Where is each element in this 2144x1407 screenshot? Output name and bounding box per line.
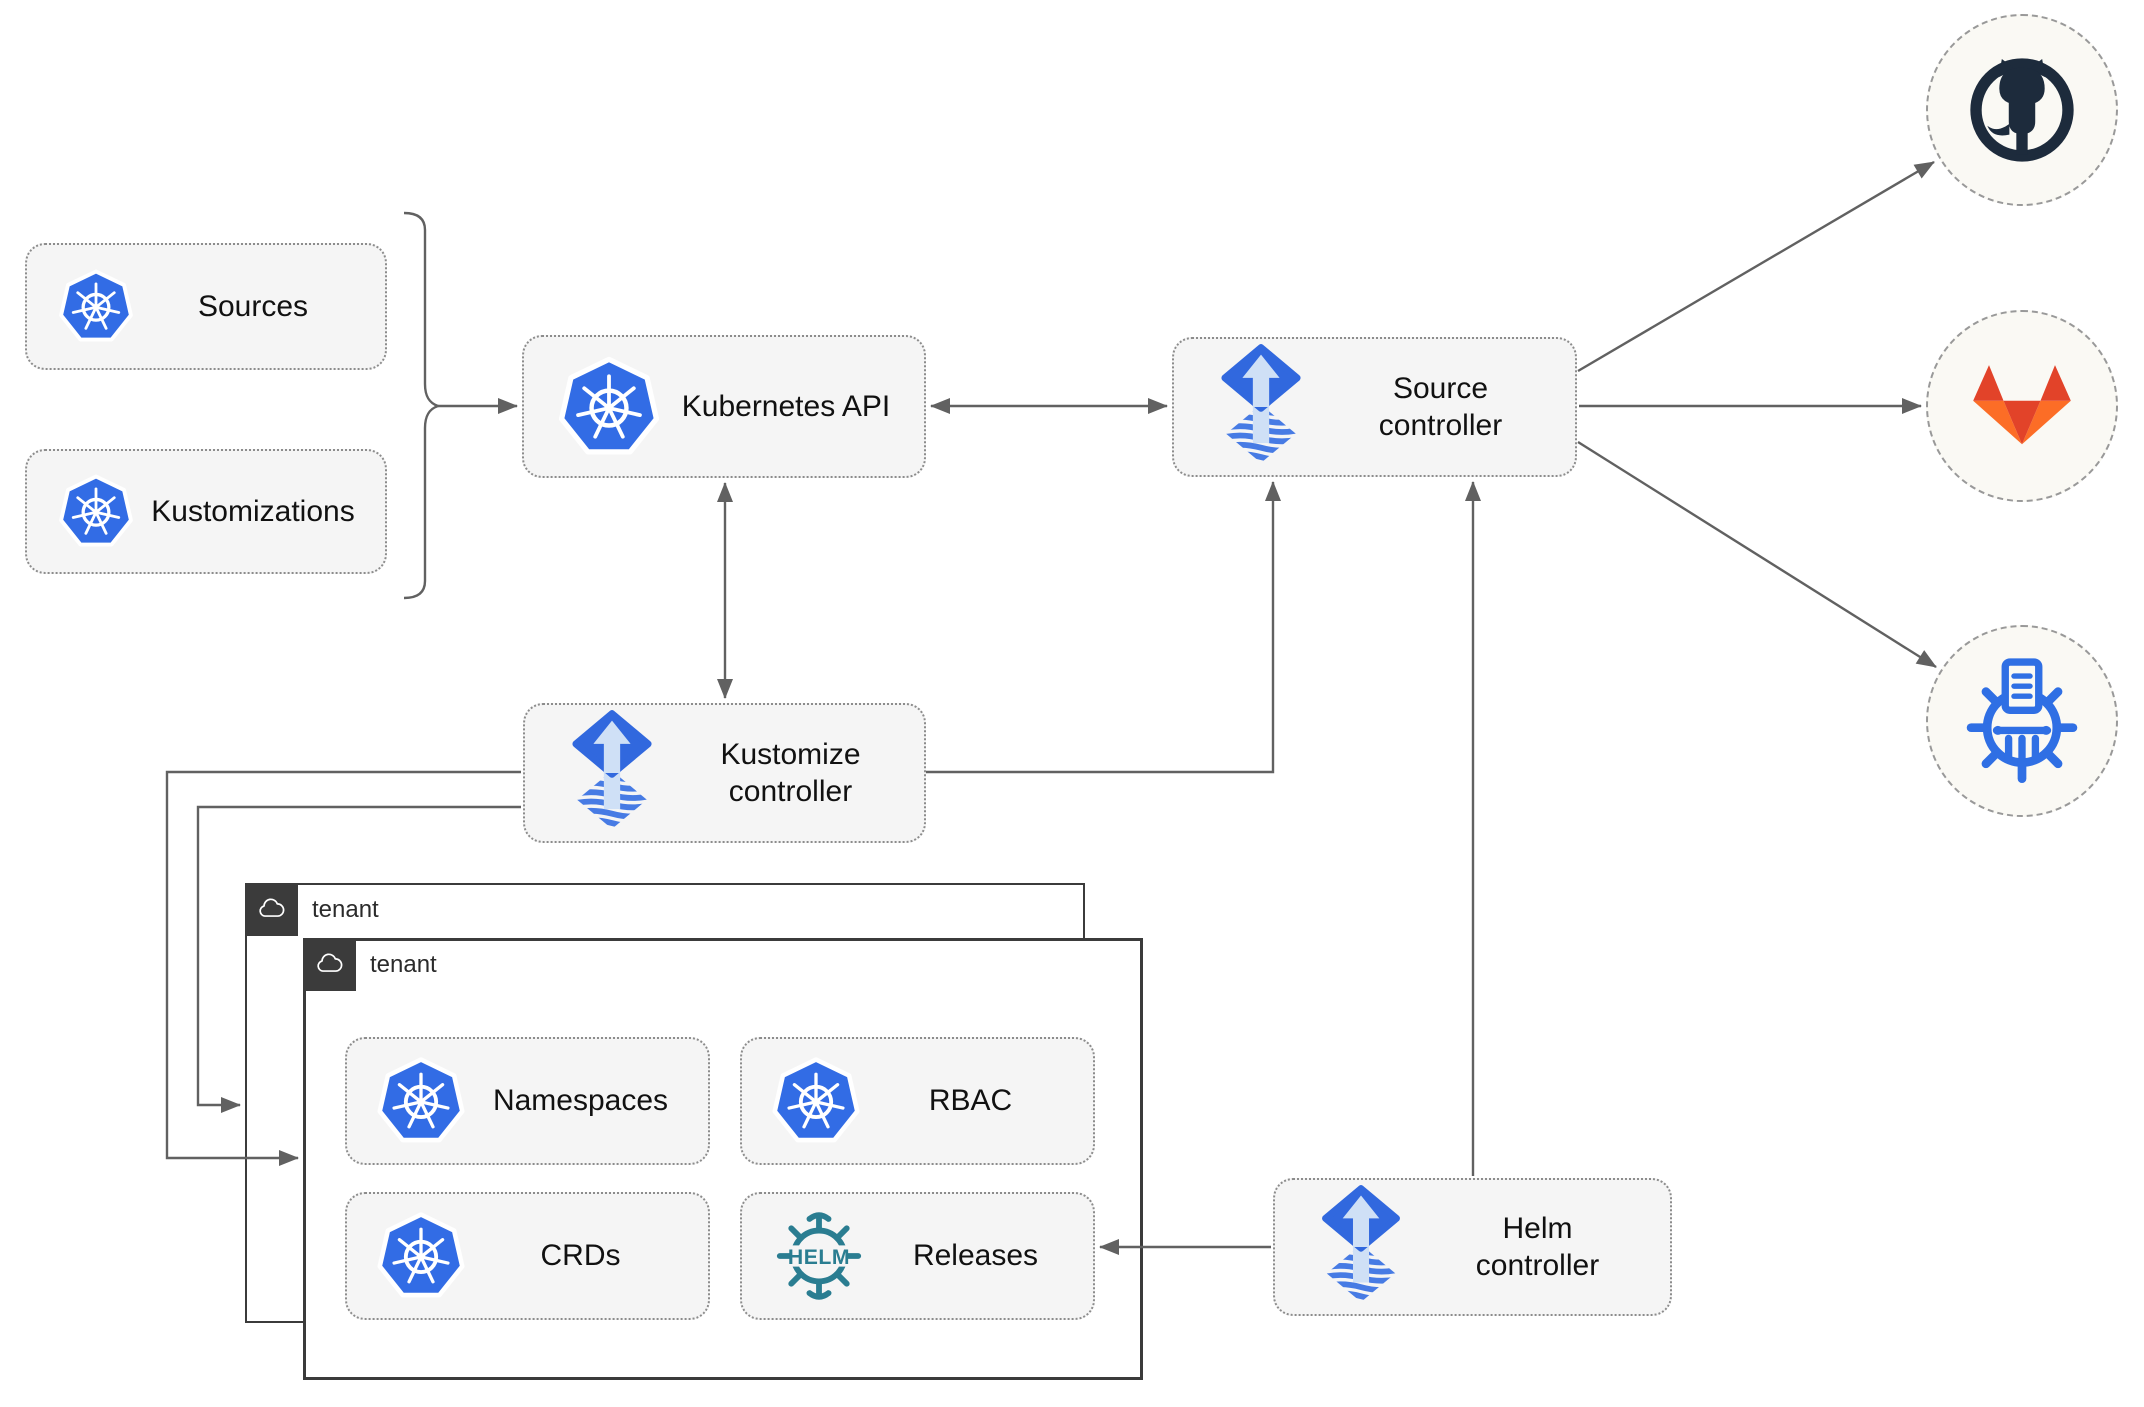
kubernetes-icon [375, 1208, 467, 1304]
kubernetes-icon [556, 352, 662, 462]
gitlab-icon [1956, 340, 2088, 472]
node-sources: Sources [25, 243, 387, 370]
kubernetes-icon [375, 1053, 467, 1149]
provider-github [1926, 14, 2118, 206]
node-rbac: RBAC [740, 1037, 1095, 1165]
edge-sourcectrl-chartmuseum [1577, 440, 1937, 669]
cloud-icon [245, 883, 298, 936]
node-rbac-label: RBAC [928, 1084, 1013, 1118]
node-kubernetes-api: Kubernetes API [522, 335, 926, 478]
node-releases: HELM Releases [740, 1192, 1095, 1320]
flux-icon [1202, 343, 1320, 471]
node-source-controller-label: Source controller [1378, 371, 1503, 443]
node-source-controller: Source controller [1172, 337, 1577, 477]
helm-icon: HELM [766, 1203, 872, 1309]
github-icon [1959, 47, 2085, 173]
kubernetes-icon [57, 471, 135, 552]
node-kustomizations-label: Kustomizations [151, 494, 355, 528]
tenant-back-header: tenant [245, 883, 379, 936]
edge-sourcectrl-github [1577, 160, 1935, 373]
node-kustomizations: Kustomizations [25, 449, 387, 574]
provider-chartmuseum [1926, 625, 2118, 817]
node-namespaces: Namespaces [345, 1037, 710, 1165]
node-crds: CRDs [345, 1192, 710, 1320]
node-sources-label: Sources [197, 289, 309, 323]
node-crds-label: CRDs [540, 1239, 621, 1273]
edge-bracket-sources-group [403, 211, 442, 600]
helm-icon-text: HELM [788, 1246, 850, 1269]
node-namespaces-label: Namespaces [492, 1084, 669, 1118]
node-kustomize-controller-label: Kustomize controller [720, 737, 861, 809]
kubernetes-icon [770, 1053, 862, 1149]
flux-icon [1303, 1184, 1419, 1310]
provider-gitlab [1926, 310, 2118, 502]
chartmuseum-icon [1955, 654, 2089, 788]
flux-icon [553, 709, 671, 837]
node-helm-controller: Helm controller [1273, 1178, 1672, 1316]
cloud-icon [303, 938, 356, 991]
tenant-front-label: tenant [370, 950, 437, 978]
edge-kustomizectrl-sourcectrl [926, 481, 1281, 774]
node-kustomize-controller: Kustomize controller [523, 703, 926, 843]
tenant-front-header: tenant [303, 938, 437, 991]
tenant-back-label: tenant [312, 895, 379, 923]
kubernetes-icon [57, 266, 135, 347]
node-helm-controller-label: Helm controller [1475, 1211, 1600, 1283]
node-releases-label: Releases [912, 1239, 1039, 1273]
node-kubernetes-api-label: Kubernetes API [681, 389, 891, 423]
